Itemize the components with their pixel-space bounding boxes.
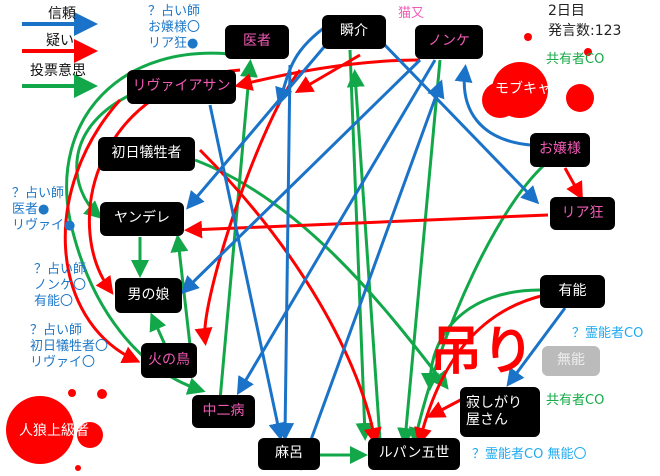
trust-edge [378,38,540,205]
node-isha[interactable]: 医者 [225,25,289,59]
node-sabishigariya-line2: 屋さん [466,412,508,428]
vote-edge [348,49,374,441]
seer-claim-3: ？占い師 ノンケ〇 有能〇 [34,262,87,309]
node-shonichi[interactable]: 初日犠牲者 [98,137,195,171]
trust-edge [298,79,445,471]
trust-edge [276,64,295,441]
node-yandere[interactable]: ヤンデレ [100,202,184,236]
mason-claim-2: 共有者CO [546,393,605,408]
trust-edge [506,307,567,387]
medium-claim-2: ？霊能者CO 無能〇 [472,447,587,462]
node-maro[interactable]: 麻呂 [258,438,320,470]
node-jinro[interactable]: 人狼上級者 [19,422,89,439]
node-sabishigariya-line1: 寂しがり [466,394,522,411]
vote-edge [346,69,382,441]
node-leviathan[interactable]: リヴァイアサン [127,70,236,104]
trust-edge [180,58,422,295]
day-label: 2日目 [548,3,585,19]
doubt-edge [563,167,583,201]
vote-edge [397,59,442,446]
node-lupin[interactable]: ルパン五世 [368,438,460,470]
vote-edge [408,158,551,446]
post-count: 発言数:123 [548,23,622,39]
node-otokonoko[interactable]: 男の娘 [115,278,182,313]
doubt-edge [294,53,361,94]
legend-trust-label: 信頼 [48,6,76,22]
vote-edge [194,158,449,390]
trust-edge [208,104,287,441]
node-ojou[interactable]: お嬢様 [530,133,590,167]
node-hinotori[interactable]: 火の鳥 [141,343,197,378]
legend-vote-label: 投票意思 [30,63,86,79]
blood-splatter-jinro [6,389,107,471]
node-chuuni[interactable]: 中二病 [192,395,255,428]
node-nonke[interactable]: ノンケ [415,25,483,59]
node-yuunou[interactable]: 有能 [540,275,605,308]
doubt-edge [184,213,549,239]
seer-claim-4: ？占い師 初日犠牲者〇 リヴァイ〇 [30,323,109,370]
legend-doubt-label: 疑い [46,33,74,49]
node-sabishigariya[interactable]: 寂しがり 屋さん [460,387,540,437]
vote-edge [218,59,258,401]
blood-splatter-mob [482,33,594,118]
vote-edge [149,312,167,346]
trust-edge [454,64,531,147]
doubt-edge [63,99,141,364]
nekomata-label: 猫又 [398,6,425,21]
node-munou[interactable]: 無能 [542,346,600,376]
seer-claim-2: ？占い師 医者● リヴァイ● [12,186,76,233]
node-riakyo[interactable]: リア狂 [550,197,615,230]
trust-edge [236,59,437,396]
doubt-edge [198,148,382,446]
doubt-edge [234,58,421,91]
seer-claim-1: ？占い師 お嬢様〇 リア狂● [148,4,201,51]
medium-claim-1: ？霊能者CO [572,326,644,341]
hanged-label: 吊り [430,322,535,382]
trust-edge [186,39,332,210]
node-shunsuke[interactable]: 瞬介 [322,15,386,49]
mason-claim-1: 共有者CO [546,52,605,67]
node-mob[interactable]: モブキャラ [495,81,565,98]
